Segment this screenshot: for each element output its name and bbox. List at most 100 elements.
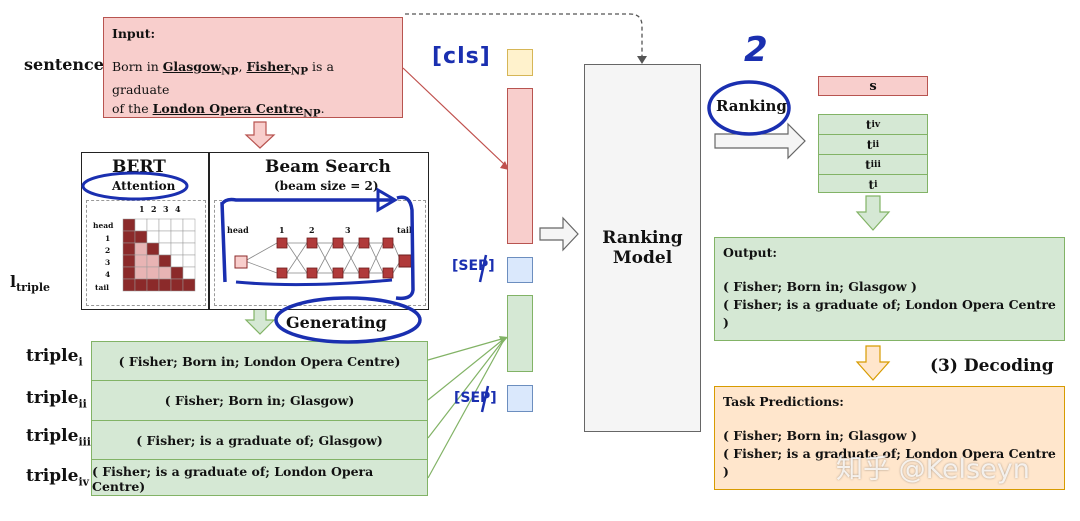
input-sentence-line2: of the London Opera CentreNP. bbox=[112, 99, 394, 122]
attention-cell bbox=[146, 266, 160, 280]
ranked-sub: i bbox=[874, 179, 878, 190]
attention-cell bbox=[134, 266, 148, 280]
output-box: Output: ( Fisher; Born in; Glasgow ) ( F… bbox=[714, 237, 1065, 341]
arrow-to-ranking-model bbox=[539, 216, 579, 252]
triple-link-arrowhead bbox=[499, 336, 508, 344]
matrix-row-label: 2 bbox=[105, 246, 111, 255]
ranking-step-number: 2 bbox=[744, 30, 768, 70]
task-line2: ( Fisher; is a graduate of; London Opera… bbox=[723, 446, 1056, 480]
attention-cell bbox=[182, 218, 196, 232]
attention-cell bbox=[134, 242, 148, 256]
attention-cell bbox=[182, 242, 196, 256]
attention-cell bbox=[182, 254, 196, 268]
matrix-col-label: 1 bbox=[139, 204, 145, 214]
attention-cell bbox=[182, 230, 196, 244]
triple-label-text: triple bbox=[26, 346, 79, 366]
triple-label-sub: iv bbox=[78, 475, 90, 489]
attention-cell bbox=[158, 242, 172, 256]
arrow-output-to-task bbox=[855, 345, 891, 381]
entity-london-opera-centre: London Opera Centre bbox=[152, 101, 304, 117]
beam-tail-node bbox=[398, 254, 412, 268]
np-tag: NP bbox=[303, 107, 321, 120]
entity-glasgow: Glasgow bbox=[162, 59, 222, 75]
ranked-sub: ii bbox=[872, 139, 880, 150]
beam-head-node bbox=[234, 255, 248, 269]
beam-size-subtitle: (beam size = 2) bbox=[274, 179, 379, 193]
triple-link-3 bbox=[427, 337, 506, 439]
ranked-sub: iv bbox=[871, 119, 881, 130]
attention-cell bbox=[170, 254, 184, 268]
attention-cell bbox=[182, 266, 196, 280]
triple-label-text: triple bbox=[26, 466, 79, 486]
attention-matrix: 1 2 3 4 head 1 2 3 4 tail bbox=[86, 200, 206, 306]
attention-cell bbox=[158, 230, 172, 244]
ranking-model-box: Ranking Model bbox=[584, 64, 701, 432]
sentence-embedding-column bbox=[507, 88, 533, 244]
attention-cell bbox=[158, 266, 172, 280]
matrix-row-label: 1 bbox=[105, 234, 111, 243]
triple-label-sub: ii bbox=[78, 397, 87, 411]
beam-step-label: 2 bbox=[309, 225, 315, 235]
beam-graph: head tail 1 2 3 bbox=[214, 200, 426, 306]
cls-token-box bbox=[507, 49, 533, 76]
generating-label: Generating bbox=[286, 313, 387, 332]
beam-head-label: head bbox=[227, 225, 249, 235]
watermark: 知乎 @Kelseyn bbox=[836, 454, 1030, 485]
input-box: Input: Born in GlasgowNP, FisherNP is a … bbox=[103, 17, 403, 120]
attention-label: Attention bbox=[112, 179, 176, 193]
attention-cell bbox=[146, 218, 160, 232]
output-line2: ( Fisher; is a graduate of; London Opera… bbox=[723, 297, 1056, 331]
attention-cell bbox=[158, 218, 172, 232]
beam-search-title: Beam Search bbox=[265, 157, 391, 177]
input-to-column-line bbox=[402, 67, 506, 166]
matrix-col-label: 2 bbox=[151, 204, 157, 214]
triple-row: ( Fisher; Born in; Glasgow) bbox=[92, 381, 427, 421]
entity-fisher: Fisher bbox=[246, 59, 291, 75]
attention-cell bbox=[158, 254, 172, 268]
triple-row: ( Fisher; Born in; London Opera Centre) bbox=[92, 342, 427, 381]
np-tag: NP bbox=[290, 65, 309, 78]
input-text: . bbox=[320, 101, 325, 117]
triple-label-sub: iii bbox=[78, 435, 91, 449]
ranking-model-line1: Ranking bbox=[602, 228, 683, 248]
matrix-col-label: 3 bbox=[163, 204, 169, 214]
attention-cell bbox=[158, 278, 172, 292]
input-text: , bbox=[238, 59, 247, 75]
attention-cell bbox=[182, 278, 196, 292]
task-header: Task Predictions: bbox=[723, 394, 844, 409]
dashed-arrowhead bbox=[637, 56, 647, 64]
triple-label-text: triple bbox=[26, 426, 79, 446]
attention-cell bbox=[170, 266, 184, 280]
triple-label-i: triplei bbox=[26, 346, 83, 368]
attention-cell bbox=[134, 218, 148, 232]
beam-tail-label: tail bbox=[397, 225, 412, 235]
output-line1: ( Fisher; Born in; Glasgow ) bbox=[723, 279, 917, 295]
attention-cell bbox=[134, 230, 148, 244]
beam-edges bbox=[244, 242, 400, 274]
triple-label-iii: tripleiii bbox=[26, 426, 91, 448]
beam-step-label: 3 bbox=[345, 225, 351, 235]
input-to-column-arrowhead bbox=[500, 161, 509, 170]
triple-link-1 bbox=[427, 337, 506, 361]
triple-link-4 bbox=[427, 337, 506, 479]
ranking-model-line2: Model bbox=[612, 248, 673, 268]
output-header: Output: bbox=[723, 245, 777, 260]
triples-box: ( Fisher; Born in; London Opera Centre) … bbox=[91, 341, 428, 496]
triple-row: ( Fisher; is a graduate of; London Opera… bbox=[92, 463, 374, 494]
s-box: s bbox=[818, 76, 928, 96]
sentence-label: sentence bbox=[24, 55, 104, 74]
sep-handwritten-label-1: [SEP] bbox=[452, 258, 495, 274]
beam-graph-svg bbox=[234, 237, 412, 279]
attention-matrix-grid bbox=[122, 218, 196, 292]
panel-divider bbox=[208, 153, 210, 309]
matrix-row-label: 3 bbox=[105, 258, 111, 267]
matrix-row-label: 4 bbox=[105, 270, 111, 279]
ranked-t: t bbox=[866, 137, 873, 152]
matrix-col-label: 4 bbox=[175, 204, 181, 214]
sep-token-box-1 bbox=[507, 257, 533, 283]
ranked-t: t bbox=[868, 177, 875, 192]
attention-cell bbox=[170, 230, 184, 244]
